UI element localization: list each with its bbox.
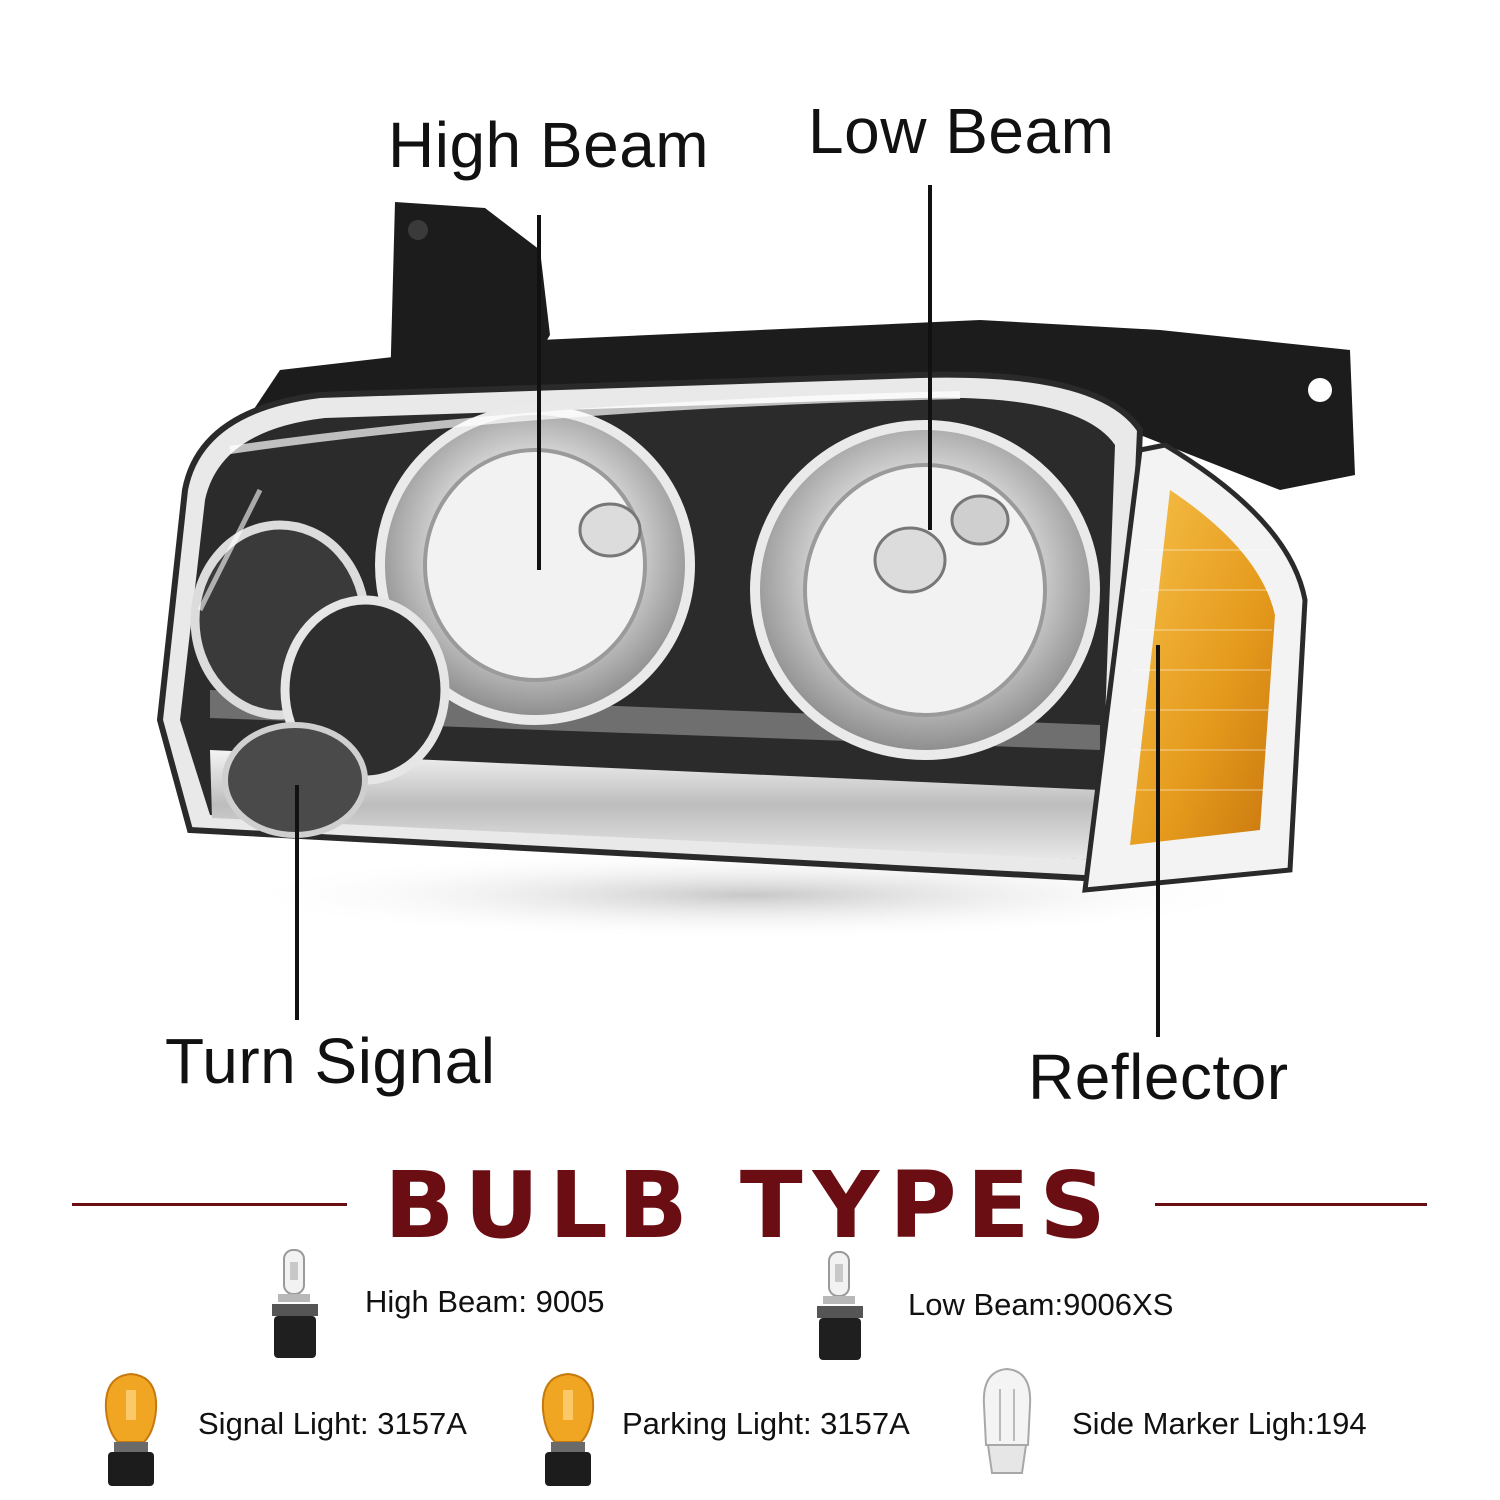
low-beam-callout: Low Beam: [808, 95, 1115, 167]
high-beam-spec: High Beam: 9005: [365, 1284, 605, 1319]
bulb-types-right-rule: [1155, 1203, 1427, 1206]
halogen-bulb-icon: [272, 1249, 318, 1358]
amber-bulb-icon: [541, 1372, 595, 1486]
side-marker-spec: Side Marker Ligh:194: [1072, 1406, 1367, 1441]
turn-signal-leader-line: [295, 785, 299, 1020]
signal-light-spec: Signal Light: 3157A: [198, 1406, 467, 1441]
high-beam-leader-line: [537, 215, 541, 570]
turn-signal-callout: Turn Signal: [165, 1025, 496, 1097]
low-beam-spec: Low Beam:9006XS: [908, 1287, 1174, 1322]
reflector-leader-line: [1156, 645, 1160, 1037]
parking-light-spec: Parking Light: 3157A: [622, 1406, 910, 1441]
wedge-bulb-icon: [982, 1367, 1032, 1474]
amber-bulb-icon: [104, 1372, 158, 1486]
reflector-callout: Reflector: [1028, 1041, 1289, 1113]
high-beam-callout: High Beam: [388, 109, 710, 181]
headlamp-assembly-image: [156, 202, 1355, 940]
bulb-types-title: BULB TYPES: [384, 1152, 1116, 1259]
bulb-types-left-rule: [72, 1203, 347, 1206]
halogen-bulb-icon: [817, 1251, 863, 1360]
low-beam-leader-line: [928, 185, 932, 530]
